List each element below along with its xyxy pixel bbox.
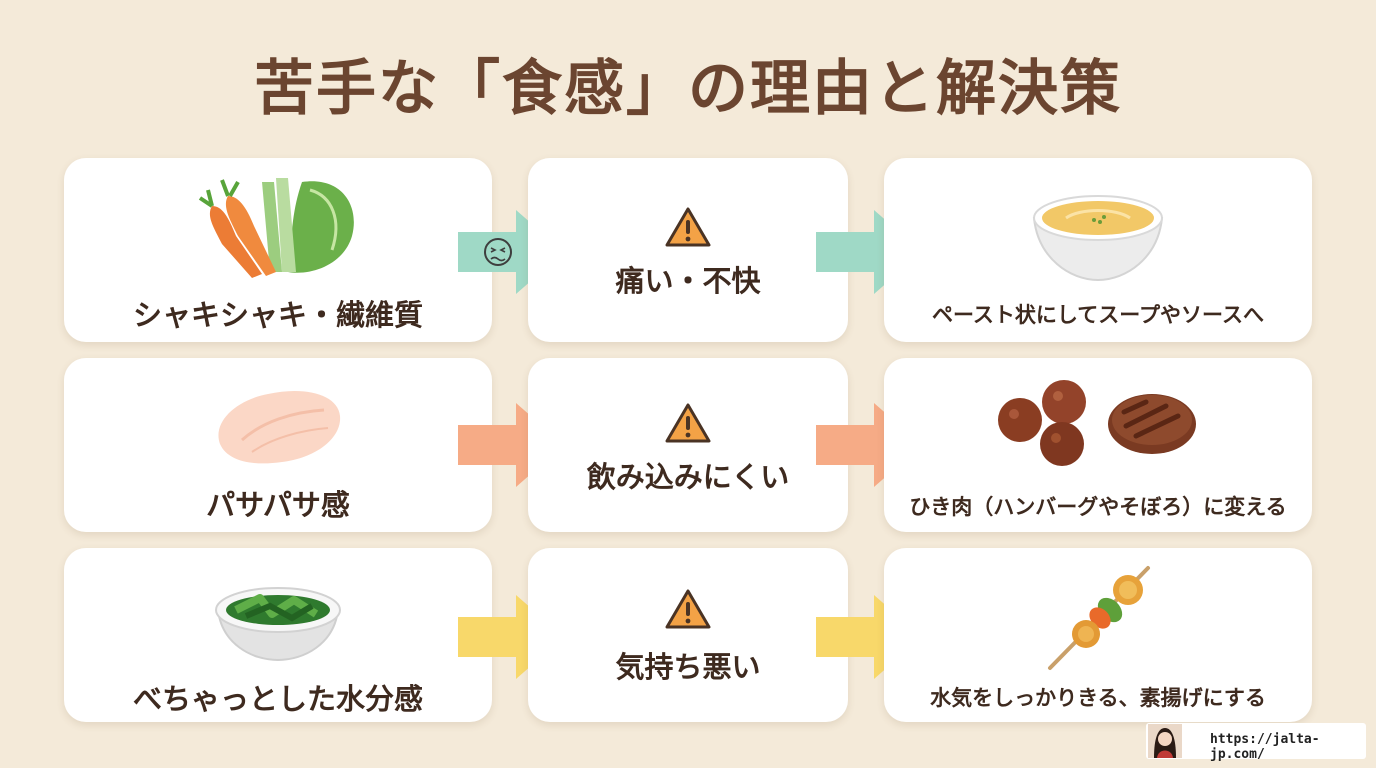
site-credit: https://jalta-jp.com/ — [1146, 723, 1366, 762]
problem-label: 飲み込みにくい — [586, 460, 790, 494]
vegetables-icon — [198, 178, 354, 278]
problem-label: 気持ち悪い — [615, 650, 761, 684]
soup-bowl-icon — [1032, 195, 1164, 282]
site-url-link[interactable]: https://jalta-jp.com/ — [1210, 732, 1320, 762]
solution-label: ひき肉（ハンバーグやそぼろ）に変える — [909, 495, 1287, 519]
warning-icon — [665, 207, 711, 247]
meatballs-hamburg-icon — [998, 380, 1196, 466]
boiled-greens-bowl-icon — [215, 587, 341, 662]
texture-label: パサパサ感 — [206, 488, 350, 522]
solution-card-paste: ペースト状にしてスープやソースへ — [884, 158, 1312, 342]
texture-label: べちゃっとした水分感 — [132, 682, 423, 716]
problem-card-gross: 気持ち悪い — [528, 548, 848, 722]
avatar — [1148, 724, 1182, 758]
solution-label: ペースト状にしてスープやソースへ — [931, 303, 1264, 327]
warning-icon — [665, 589, 711, 629]
chicken-breast-icon — [218, 390, 341, 464]
problem-card-pain: 痛い・不快 — [528, 158, 848, 342]
uncomfortable-face-icon — [484, 238, 512, 266]
texture-label: シャキシャキ・繊維質 — [132, 298, 423, 332]
texture-card-crunchy: シャキシャキ・繊維質 — [64, 158, 492, 342]
texture-card-dry: パサパサ感 — [64, 358, 492, 532]
fried-skewer-icon — [1048, 566, 1150, 670]
problem-card-swallow: 飲み込みにくい — [528, 358, 848, 532]
solution-label: 水気をしっかりきる、素揚げにする — [930, 686, 1266, 710]
page-title: 苦手な「食感」の理由と解決策 — [254, 54, 1122, 124]
solution-card-drain: 水気をしっかりきる、素揚げにする — [884, 548, 1312, 722]
solution-card-minced: ひき肉（ハンバーグやそぼろ）に変える — [884, 358, 1312, 532]
texture-card-watery: べちゃっとした水分感 — [64, 548, 492, 722]
warning-icon — [665, 403, 711, 443]
problem-label: 痛い・不快 — [615, 264, 761, 298]
